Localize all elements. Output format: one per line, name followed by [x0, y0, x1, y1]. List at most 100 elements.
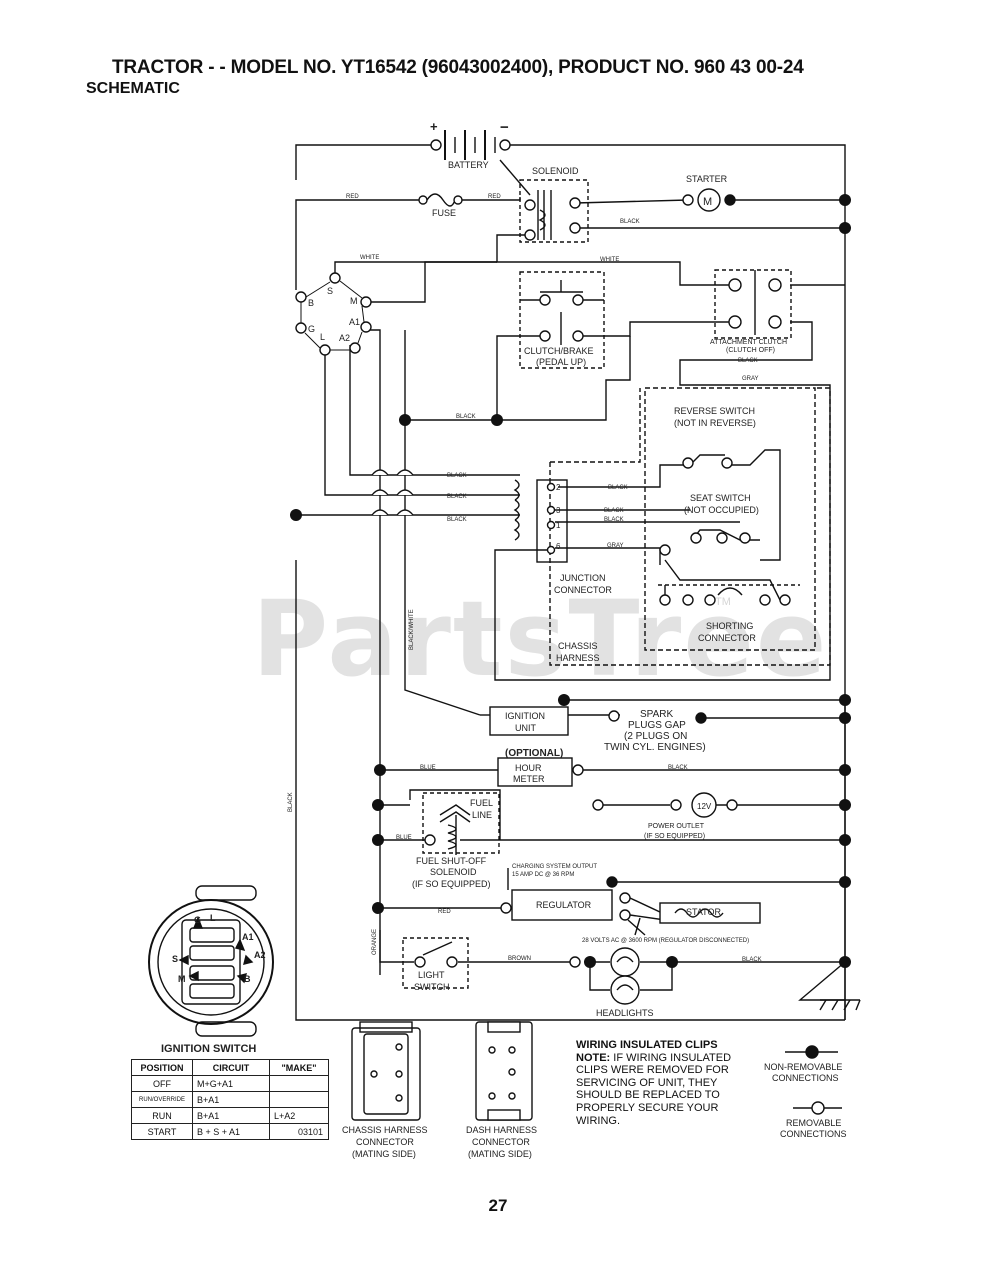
wire-black-left: BLACK: [288, 792, 294, 812]
notes-text: IF WIRING INSULATED CLIPS WERE REMOVED F…: [576, 1051, 732, 1127]
terminal-a2: A2: [339, 333, 350, 343]
chassis-harness-connector: [351, 1021, 421, 1121]
table-header-position: POSITION: [131, 1059, 193, 1076]
seat-switch-label-1: SEAT SWITCH: [690, 493, 751, 503]
table-cell-position: RUN: [131, 1107, 193, 1124]
wire-red-3: RED: [438, 909, 451, 915]
wire-gray-1: GRAY: [742, 376, 759, 382]
legend-symbols: [785, 1045, 842, 1115]
wire-black-e: BLACK: [604, 508, 624, 514]
dash-harness-connector: [475, 1021, 533, 1121]
starter-label: STARTER: [686, 174, 728, 184]
table-cell-make: [269, 1123, 329, 1140]
legend-removable-2: CONNECTIONS: [780, 1129, 847, 1139]
wire-black-hour: BLACK: [668, 765, 688, 771]
attachment-clutch-label-1: ATTACHMENT CLUTCH: [710, 339, 787, 346]
table-cell-make: [269, 1075, 329, 1092]
solenoid: [519, 179, 589, 243]
junction-label-2: CONNECTOR: [554, 585, 612, 595]
table-row: START B + S + A1: [131, 1123, 329, 1140]
table-cell-position: OFF: [131, 1075, 193, 1092]
light-switch-label-2: SWITCH: [414, 982, 450, 992]
ignition-switch-face: [148, 885, 274, 1037]
fuel-line-label-2: LINE: [472, 810, 492, 820]
power-outlet: [592, 792, 738, 818]
wire-black-ac: BLACK: [738, 358, 758, 364]
fuel-solenoid-label-2: SOLENOID: [430, 867, 477, 877]
switch-a1: A1: [242, 932, 254, 942]
wire-red-2: RED: [488, 194, 501, 200]
switch-a2: A2: [254, 950, 266, 960]
terminal-a1: A1: [349, 317, 360, 327]
headlights: [569, 947, 640, 1005]
wire-black-d: BLACK: [608, 485, 628, 491]
hour-meter-label-2: METER: [513, 774, 545, 784]
terminal-b: B: [308, 298, 314, 308]
starter: [682, 188, 736, 212]
wiring-notes: WIRING INSULATED CLIPS NOTE: IF WIRING I…: [576, 1039, 756, 1127]
safety-switches: [549, 387, 831, 666]
page-title: TRACTOR - - MODEL NO. YT16542 (960430024…: [112, 57, 804, 78]
switch-s: S: [172, 954, 178, 964]
watermark-tm: TM: [715, 596, 731, 608]
table-cell-circuit: B+A1: [192, 1091, 270, 1108]
power-outlet-label-1: POWER OUTLET: [648, 823, 705, 830]
wire-gray-2: GRAY: [607, 543, 624, 549]
attachment-clutch-label-2: (CLUTCH OFF): [726, 347, 775, 354]
volts-note: 28 VOLTS AC @ 3600 RPM (REGULATOR DISCON…: [582, 938, 749, 944]
light-switch-label-1: LIGHT: [418, 970, 445, 980]
switch-l: L: [210, 913, 216, 923]
terminal-l: L: [320, 332, 325, 342]
terminal-m: M: [350, 296, 358, 306]
charging-label-2: 15 AMP DC @ 36 RPM: [512, 872, 574, 878]
table-cell-make: L+A2: [269, 1107, 329, 1124]
page-subtitle: SCHEMATIC: [86, 80, 180, 97]
switch-b: B: [244, 974, 251, 984]
clutch-brake-switch: [519, 271, 605, 369]
wire-blue-1: BLUE: [420, 765, 436, 771]
wire-black-a: BLACK: [447, 473, 467, 479]
dash-connector-label-1: DASH HARNESS: [466, 1125, 537, 1135]
hour-meter: [497, 757, 584, 787]
pin-1: 1: [556, 521, 561, 530]
shorting-label-1: SHORTING: [706, 621, 753, 631]
table-cell-circuit: B+A1: [192, 1107, 270, 1124]
regulator-label: REGULATOR: [536, 900, 592, 910]
wire-black-f: BLACK: [604, 517, 624, 523]
wire-black-b: BLACK: [447, 494, 467, 500]
notes-heading: WIRING INSULATED CLIPS: [576, 1039, 718, 1051]
switch-g: G: [194, 915, 201, 925]
ground-symbol: [819, 999, 861, 1011]
reverse-switch-label-1: REVERSE SWITCH: [674, 406, 755, 416]
stator-label: STATOR: [686, 907, 722, 917]
wire-black-c: BLACK: [447, 517, 467, 523]
wire-black-white: BLACK/WHITE: [409, 609, 415, 650]
notes-label: NOTE:: [576, 1051, 611, 1064]
battery-minus: −: [500, 119, 509, 136]
table-cell-position: START: [131, 1123, 193, 1140]
reverse-switch-label-2: (NOT IN REVERSE): [674, 418, 756, 428]
ignition-unit: [489, 706, 707, 736]
charging-label-1: CHARGING SYSTEM OUTPUT: [512, 864, 597, 870]
legend-nonremovable-1: NON-REMOVABLE: [764, 1062, 842, 1072]
attachment-clutch-switch: [714, 269, 792, 339]
chassis-connector-label-3: (MATING SIDE): [352, 1149, 416, 1159]
table-cell-circuit: M+G+A1: [192, 1075, 270, 1092]
ignition-unit-label-1: IGNITION: [505, 711, 545, 721]
clutch-brake-label-2: (PEDAL UP): [536, 357, 586, 367]
wire-white-1: WHITE: [360, 255, 379, 261]
fuel-shutoff-solenoid: [422, 792, 500, 855]
battery-plus: +: [430, 119, 438, 134]
table-row: OFF M+G+A1: [131, 1075, 329, 1092]
spark-label-2: PLUGS GAP: [628, 720, 686, 731]
hour-meter-label-1: HOUR: [515, 763, 542, 773]
light-switch: [402, 937, 469, 989]
junction-label-1: JUNCTION: [560, 573, 606, 583]
battery-label: BATTERY: [448, 160, 489, 170]
spark-label-3: (2 PLUGS ON: [624, 731, 687, 742]
ignition-switch-title: IGNITION SWITCH: [161, 1043, 256, 1055]
wire-brown: BROWN: [508, 956, 531, 962]
ignition-switch-schematic: [295, 272, 372, 356]
headlights-label: HEADLIGHTS: [596, 1008, 654, 1018]
